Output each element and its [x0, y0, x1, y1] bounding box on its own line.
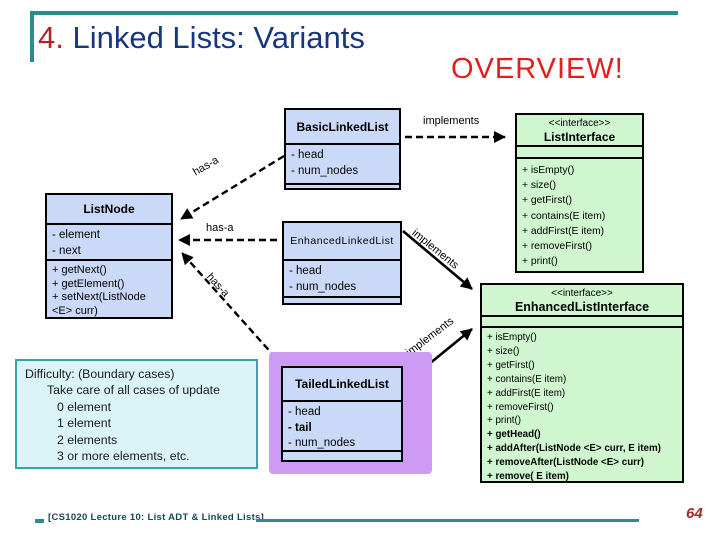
class-attributes-enhanced: - head - num_nodes — [284, 261, 400, 298]
list-line: + getHead() — [487, 429, 541, 441]
list-line: Difficulty: (Boundary cases) — [25, 367, 175, 381]
list-line: + size() — [487, 345, 520, 357]
list-line: + getFirst() — [522, 195, 573, 207]
list-line: - num_nodes — [291, 164, 359, 177]
page-title: 4. Linked Lists: Variants — [38, 20, 365, 56]
list-line: + print() — [522, 256, 558, 268]
interface-methods-enhanced: + isEmpty() + size() + getFirst() + contain… — [482, 328, 682, 487]
title-top-border — [30, 11, 678, 15]
class-methods-list-node: + getNext()+ getElement()+ setNext(ListN… — [47, 261, 171, 321]
list-line: + getNext() — [52, 264, 107, 276]
footer-divider-line — [256, 519, 639, 522]
class-box-enhanced-linked-list: EnhancedLinkedList - head - num_nodes — [282, 221, 402, 305]
list-line: 0 element — [57, 399, 112, 414]
class-name-basic: BasicLinkedList — [286, 110, 399, 145]
difficulty-note: Difficulty: (Boundary cases) Take care of… — [15, 359, 258, 469]
label-has-a-tailed: has-a — [204, 271, 232, 300]
label-implements-enhanced: implements — [409, 227, 461, 272]
overview-callout: OVERVIEW! — [451, 53, 624, 85]
title-left-border — [30, 11, 34, 62]
list-line: - tail — [288, 421, 312, 434]
list-line: + addFirst(E item) — [522, 225, 605, 237]
list-line: + isEmpty() — [487, 332, 537, 343]
list-line: - num_nodes — [288, 437, 356, 449]
list-line: + contains(E item) — [487, 373, 567, 385]
list-line: - head — [291, 149, 324, 161]
title-number: 4. — [38, 20, 64, 55]
list-line: + size() — [522, 180, 557, 192]
page-number: 64 — [686, 505, 703, 522]
class-empty-enhanced — [284, 298, 400, 303]
interface-methods-list: + isEmpty() + size() + getFirst() + contain… — [517, 159, 642, 273]
interface-empty-enhanced — [482, 317, 682, 328]
list-line: + removeFirst() — [522, 241, 593, 253]
interface-name-enhanced: EnhancedListInterface — [514, 300, 650, 314]
list-line: - head — [289, 265, 322, 277]
class-attributes-basic: - head - num_nodes — [286, 145, 399, 185]
list-line: + addAfter(ListNode <E> curr, E item) — [487, 443, 661, 455]
title-text: Linked Lists: Variants — [63, 20, 365, 55]
list-line: + removeAfter(ListNode <E> curr) — [487, 457, 645, 469]
class-name-tailed: TailedLinkedList — [283, 368, 401, 402]
list-line: 1 element — [57, 416, 112, 431]
list-line: + setNext(ListNode <E> curr) — [52, 291, 146, 317]
list-line: + print() — [487, 415, 522, 427]
interface-box-enhanced-list-interface: <<interface>> EnhancedListInterface + is… — [480, 283, 684, 483]
class-box-tailed-linked-list: TailedLinkedList - head - tail - num_nodes — [281, 366, 403, 462]
footer-text: [CS1020 Lecture 10: List ADT & Linked Li… — [48, 512, 265, 523]
interface-empty-list — [517, 147, 642, 159]
list-line: - element — [52, 229, 100, 241]
list-line: - num_nodes — [289, 280, 357, 293]
class-name-list-node: ListNode — [47, 195, 171, 225]
interface-name-list: ListInterface — [543, 130, 616, 144]
footer-bullet — [35, 519, 44, 523]
class-empty-tailed — [283, 452, 401, 460]
class-attributes-list-node: - element - next — [47, 225, 171, 261]
list-line: + addFirst(E item) — [487, 387, 566, 399]
list-line: + getFirst() — [487, 359, 535, 371]
interface-header-list: <<interface>> ListInterface — [517, 115, 642, 147]
list-line: - next — [52, 244, 81, 257]
list-line: 3 or more elements, etc. — [57, 449, 190, 464]
list-line: + isEmpty() — [522, 165, 575, 176]
list-line: + contains(E item) — [522, 210, 606, 222]
interface-stereotype: <<interface>> — [548, 118, 611, 129]
class-box-list-node: ListNode - element - next + getNext()+ ge… — [45, 193, 173, 319]
interface-box-list-interface: <<interface>> ListInterface + isEmpty()+… — [515, 113, 644, 273]
class-box-basic-linked-list: BasicLinkedList - head - num_nodes — [284, 108, 401, 190]
label-has-a-enhanced: has-a — [206, 222, 234, 234]
arrow-has-a-tailed — [181, 252, 284, 367]
interface-stereotype-enhanced: <<interface>> — [551, 288, 613, 299]
list-line: 2 elements — [57, 432, 118, 447]
class-empty-basic — [286, 185, 399, 188]
class-name-enhanced: EnhancedLinkedList — [284, 223, 400, 261]
list-line: + removeFirst() — [487, 401, 554, 413]
label-implements-basic: implements — [423, 115, 480, 127]
list-line: + getElement() — [52, 277, 125, 290]
class-attributes-tailed: - head - tail - num_nodes — [283, 402, 401, 452]
interface-header-enhanced: <<interface>> EnhancedListInterface — [482, 285, 682, 317]
list-line: - head — [288, 406, 321, 418]
label-has-a-basic: has-a — [191, 154, 221, 179]
list-line: + remove( E item) — [487, 471, 569, 483]
list-line: Take care of all cases of update — [47, 383, 220, 398]
